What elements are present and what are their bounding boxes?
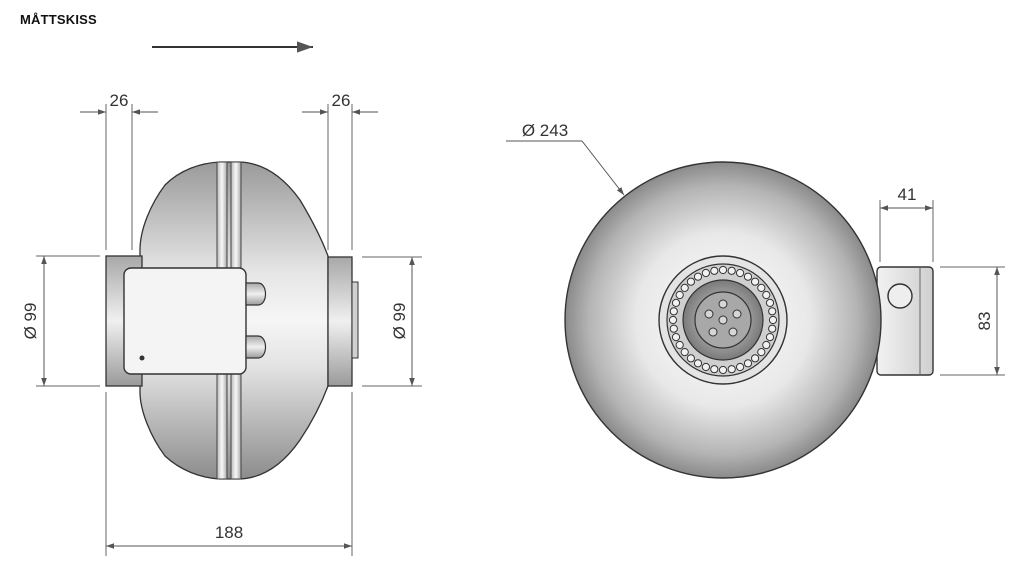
hub-bolt <box>718 315 728 325</box>
impeller-blade <box>768 315 778 325</box>
side-view <box>105 161 359 480</box>
housing-diameter-label: Ø 243 <box>522 121 568 140</box>
impeller-blade <box>765 298 775 307</box>
hub-bolts <box>704 299 742 337</box>
impeller-blade <box>686 277 696 286</box>
impeller-blade <box>718 365 728 375</box>
cable-gland-top <box>245 282 267 306</box>
cable-gland-bottom <box>245 335 267 359</box>
impeller-blades <box>668 265 778 375</box>
box-screw-icon <box>139 355 145 361</box>
front-view-dimensions <box>506 140 1005 376</box>
impeller-blade <box>675 290 684 300</box>
impeller-blade <box>736 268 745 278</box>
front-view <box>564 161 934 479</box>
impeller-blade <box>743 359 753 368</box>
impeller-blade <box>693 272 703 281</box>
hub-bolt <box>708 327 718 337</box>
impeller-blade <box>743 272 753 281</box>
terminal-box-height-label: 83 <box>975 312 994 331</box>
left-flange-width-label: 26 <box>110 91 129 110</box>
hub-bolt <box>728 327 738 337</box>
impeller-blade <box>736 362 745 372</box>
terminal-box-width-label: 41 <box>898 185 917 204</box>
impeller-blade <box>668 315 678 325</box>
impeller-blade <box>762 340 771 350</box>
impeller-blade <box>751 277 760 286</box>
impeller-blade <box>727 365 736 374</box>
impeller-blade <box>710 365 719 374</box>
impeller-blade <box>669 307 678 316</box>
impeller-blade <box>680 283 689 292</box>
impeller-blade <box>701 362 711 372</box>
impeller-blade <box>686 354 696 363</box>
hub-bolt <box>732 309 742 319</box>
impeller-blade <box>693 359 703 368</box>
side-view-dimensions <box>36 104 422 556</box>
impeller-blade <box>718 265 728 275</box>
right-flange-width-label: 26 <box>332 91 351 110</box>
impeller-blade <box>710 266 719 275</box>
right-spigot-lip <box>351 281 359 359</box>
impeller-blade <box>727 266 736 275</box>
cable-gland-front-icon <box>887 283 913 309</box>
impeller-blade <box>680 348 689 357</box>
impeller-blade <box>762 290 771 300</box>
left-spigot-diameter-label: Ø 99 <box>21 303 40 340</box>
impeller-blade <box>757 348 766 357</box>
right-spigot <box>327 256 353 387</box>
impeller-blade <box>671 298 681 307</box>
impeller-blade <box>701 268 711 278</box>
impeller-blade <box>768 307 777 316</box>
terminal-box-side <box>123 267 247 375</box>
right-spigot-diameter-label: Ø 99 <box>390 303 409 340</box>
impeller-blade <box>671 333 681 342</box>
terminal-box-front <box>876 266 934 376</box>
impeller-blade <box>675 340 684 350</box>
impeller-blade <box>751 354 760 363</box>
hub-bolt <box>704 309 714 319</box>
impeller-blade <box>669 324 678 333</box>
impeller-blade <box>768 324 777 333</box>
page-title: MÅTTSKISS <box>20 12 97 27</box>
hub-bolt <box>718 299 728 309</box>
impeller-blade <box>765 333 775 342</box>
overall-length-label: 188 <box>215 523 243 542</box>
impeller-blade <box>757 283 766 292</box>
